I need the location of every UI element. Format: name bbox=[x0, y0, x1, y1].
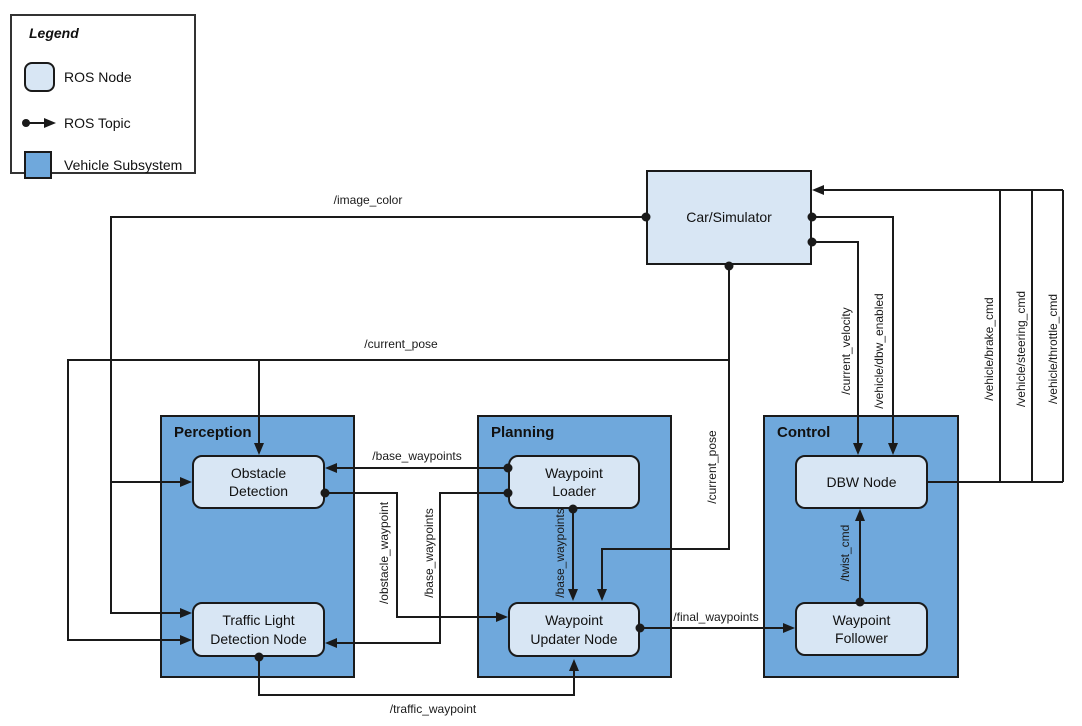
legend-item-label: ROS Topic bbox=[64, 115, 131, 131]
vehicle-subsystem-swatch bbox=[24, 151, 52, 179]
node-label: Traffic Light bbox=[222, 612, 295, 629]
node-label: DBW Node bbox=[826, 473, 897, 490]
topic-label-current-velocity: /current_velocity bbox=[839, 307, 853, 395]
topic-label-traffic-waypoint: /traffic_waypoint bbox=[389, 702, 477, 716]
node-waypoint-follower: Waypoint Follower bbox=[795, 602, 928, 656]
node-traffic-light-detection: Traffic Light Detection Node bbox=[192, 602, 325, 657]
topic-label-steering-cmd: /vehicle/steering_cmd bbox=[1014, 290, 1028, 408]
topic-label-dbw-enabled: /vehicle/dbw_enabled bbox=[872, 293, 886, 409]
topic-label-base-waypoints: /base_waypoints bbox=[372, 449, 462, 463]
topic-label-obstacle-waypoint: /obstacle_waypoint bbox=[377, 501, 391, 605]
node-waypoint-updater: Waypoint Updater Node bbox=[508, 602, 640, 657]
topic-label-twist-cmd: /twist_cmd bbox=[838, 524, 852, 582]
legend-title: Legend bbox=[29, 25, 79, 41]
node-label: Waypoint bbox=[832, 611, 891, 628]
node-label: Loader bbox=[552, 483, 596, 499]
topic-label-brake-cmd: /vehicle/brake_cmd bbox=[982, 297, 996, 401]
topic-label-image-color: /image_color bbox=[333, 193, 403, 207]
topic-label-final-waypoints: /final_waypoints bbox=[673, 610, 759, 624]
node-waypoint-loader: Waypoint Loader bbox=[508, 455, 640, 509]
perception-subsystem-label: Perception bbox=[174, 424, 252, 441]
planning-subsystem-label: Planning bbox=[491, 424, 555, 441]
topic-label-current-pose-2: /current_pose bbox=[705, 430, 719, 504]
topic-label-current-pose: /current_pose bbox=[364, 337, 438, 351]
ros-topic-arrow-icon bbox=[22, 118, 56, 128]
control-subsystem-label: Control bbox=[777, 424, 831, 441]
legend-item-ros-node: ROS Node bbox=[12, 60, 194, 94]
node-label: Detection bbox=[228, 483, 289, 499]
legend-item-label: ROS Node bbox=[64, 69, 132, 85]
topic-label-base-waypoints-3: /base_waypoints bbox=[553, 508, 567, 598]
node-label: Follower bbox=[835, 630, 888, 646]
node-obstacle-detection: Obstacle Detection bbox=[192, 455, 325, 509]
legend-item-label: Vehicle Subsystem bbox=[64, 157, 183, 173]
node-label: Car/Simulator bbox=[686, 209, 772, 226]
topic-label-base-waypoints-2: /base_waypoints bbox=[422, 508, 436, 598]
node-dbw: DBW Node bbox=[795, 455, 928, 509]
node-car-simulator: Car/Simulator bbox=[646, 170, 812, 265]
ros-node-swatch bbox=[24, 62, 55, 92]
legend-item-vehicle-subsystem: Vehicle Subsystem bbox=[12, 148, 194, 182]
node-label: Obstacle bbox=[230, 464, 287, 481]
topic-label-throttle-cmd: /vehicle/throttle_cmd bbox=[1046, 293, 1060, 405]
node-label: Detection Node bbox=[210, 630, 307, 647]
legend-item-ros-topic: ROS Topic bbox=[12, 106, 194, 140]
node-label: Waypoint bbox=[545, 612, 603, 629]
legend: Legend ROS Node ROS Topic Vehicle Subsys… bbox=[10, 14, 196, 179]
node-label: Waypoint bbox=[545, 464, 603, 481]
node-label: Updater Node bbox=[530, 630, 618, 647]
